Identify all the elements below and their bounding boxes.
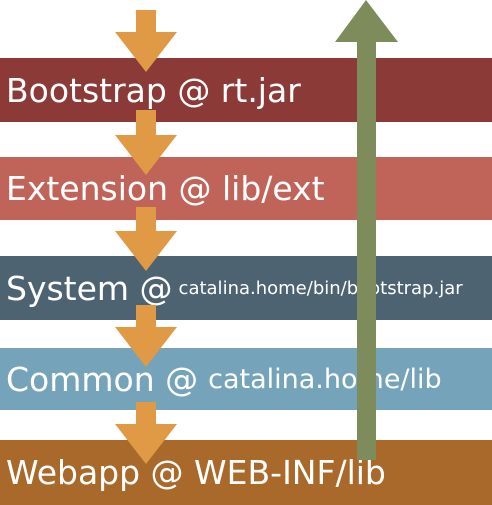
band-common: Common @ catalina.home/lib [0,348,492,410]
bootstrap-label: Bootstrap @ rt.jar [6,70,301,110]
system-path: catalina.home/bin/bootstrap.jar [178,277,463,299]
arrow-down-icon [115,402,177,464]
band-system: System @ catalina.home/bin/bootstrap.jar [0,256,492,320]
extension-label: Extension @ lib/ext [6,169,325,208]
band-webapp: Webapp @ WEB-INF/lib [0,440,492,505]
webapp-label: Webapp @ WEB-INF/lib [6,453,386,492]
arrow-down-icon [115,207,177,271]
band-bootstrap: Bootstrap @ rt.jar [0,58,492,122]
arrow-down-icon [115,10,177,72]
common-label: Common @ [6,359,199,399]
system-label: System @ [6,268,173,308]
common-path: catalina.home/lib [208,363,442,395]
arrow-down-icon [115,305,177,367]
arrow-down-icon [115,110,177,175]
band-extension: Extension @ lib/ext [0,157,492,220]
